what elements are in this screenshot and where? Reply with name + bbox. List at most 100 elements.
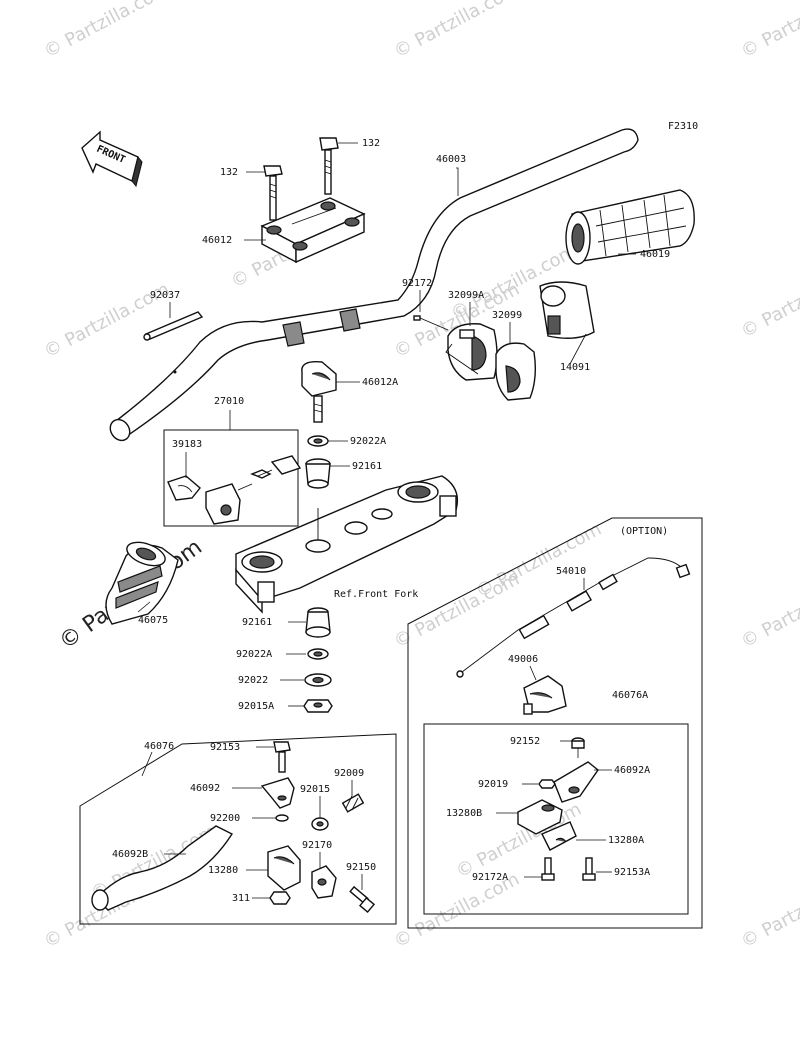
part-label: 92037: [150, 290, 180, 301]
leader-line: [445, 343, 479, 375]
part-label: 46092B: [112, 849, 148, 860]
part-label: 46003: [436, 154, 466, 165]
watermark-text: © Partzilla.com: [472, 519, 605, 603]
hot-start-lever-49006: [523, 675, 567, 715]
part-label: 92152: [510, 736, 540, 747]
watermark-text: © Partzilla.com: [737, 569, 800, 653]
lever-46092a: [553, 761, 599, 803]
clamp-92170: [311, 865, 337, 899]
part-label: 46092: [190, 783, 220, 794]
part-label: 13280: [208, 865, 238, 876]
bolt-92153: [273, 741, 291, 773]
watermark-text: © Partzilla.com: [737, 259, 800, 343]
watermark-text: © Partzilla.com: [40, 0, 173, 62]
washer-hole: [312, 676, 324, 684]
part-labels: 132 132 46003 46012 46019 92037 92172 32…: [112, 138, 670, 904]
part-label: 92153A: [614, 867, 650, 878]
washer-92200: [275, 814, 289, 822]
bolt-92150: [349, 885, 376, 914]
lever-46092: [260, 777, 295, 809]
part-label: 92153: [210, 742, 240, 753]
bolt-92172a: [541, 857, 555, 881]
part-label: 92150: [346, 862, 376, 873]
part-label: 92161: [352, 461, 382, 472]
handlebar-46003: [109, 128, 639, 442]
part-label: 92009: [334, 768, 364, 779]
part-label: 92161: [242, 617, 272, 628]
nut-92019: [538, 779, 556, 789]
screw-92172: [413, 315, 449, 331]
watermark-text: © Partzilla.com: [737, 0, 800, 62]
part-label: 46012: [202, 235, 232, 246]
switch-connector: [250, 455, 302, 479]
part-label: 92015A: [238, 701, 274, 712]
throttle-housing-32099: [495, 342, 537, 401]
throttle-tube-14091: [539, 281, 595, 339]
grip-46019: [565, 189, 695, 265]
box-46076: [79, 733, 397, 925]
kill-switch-body: [205, 483, 253, 525]
part-label: 92022: [238, 675, 268, 686]
rod-92037: [143, 311, 204, 341]
nut-92015: [311, 817, 329, 831]
part-label: 132: [220, 167, 238, 178]
part-label: 46075: [138, 615, 168, 626]
triple-clamp: [235, 475, 459, 614]
part-label: 46076: [144, 741, 174, 752]
bolt-92153a: [582, 857, 596, 881]
cable-54010: [456, 557, 691, 678]
part-label: 132: [362, 138, 380, 149]
part-label: 46076A: [612, 690, 648, 701]
box-27010: [163, 429, 299, 527]
part-label: 92170: [302, 840, 332, 851]
figure-code: F2310: [668, 121, 698, 132]
washer-hole: [313, 438, 323, 444]
clamp-13280a: [541, 821, 577, 851]
nut-311: [269, 891, 291, 905]
damper-92161-bottom: [305, 607, 331, 638]
perch-13280: [267, 845, 301, 891]
part-label: 32099: [492, 310, 522, 321]
box-46076a: [423, 723, 689, 915]
adjuster-92009: [341, 793, 365, 813]
throttle-housing-32099a: [447, 323, 498, 381]
washer-hole: [313, 651, 323, 657]
part-label: 13280A: [608, 835, 644, 846]
watermark-text: © Partzilla.com: [737, 869, 800, 953]
switch-39183: [167, 475, 201, 501]
grip-46075: [105, 541, 179, 625]
part-label: 14091: [560, 362, 590, 373]
reference-label: Ref.Front Fork: [334, 589, 418, 600]
cap-92152: [571, 737, 585, 749]
part-label: 311: [232, 893, 250, 904]
front-arrow-icon: FRONT: [81, 130, 143, 188]
part-label: 13280B: [446, 808, 482, 819]
holder-13280b: [517, 799, 563, 835]
part-label: 92022A: [236, 649, 272, 660]
part-label: 92019: [478, 779, 508, 790]
part-label: 92015: [300, 784, 330, 795]
part-label: 92022A: [350, 436, 386, 447]
part-label: 46012A: [362, 377, 398, 388]
bolt-132-right: [319, 137, 339, 195]
watermark-text: © Partzilla.com: [390, 0, 523, 62]
bolt-132-left: [263, 165, 283, 221]
part-label: 46092A: [614, 765, 650, 776]
part-label: 92172: [402, 278, 432, 289]
leader-lines: [137, 142, 636, 899]
part-label: 27010: [214, 396, 244, 407]
part-label: 39183: [172, 439, 202, 450]
part-label: 49006: [508, 654, 538, 665]
part-label: 46019: [640, 249, 670, 260]
part-label: 32099A: [448, 290, 484, 301]
nut-92015a: [303, 699, 333, 713]
part-label: 92172A: [472, 872, 508, 883]
clamp-46012: [260, 197, 366, 264]
part-label: 54010: [556, 566, 586, 577]
damper-92161-top: [305, 458, 331, 489]
watermarks: © Partzilla.com © Partzilla.com © Partzi…: [40, 0, 800, 952]
clamp-46012a: [301, 361, 337, 423]
option-box: [407, 517, 703, 929]
lever-46092b: [91, 825, 234, 911]
